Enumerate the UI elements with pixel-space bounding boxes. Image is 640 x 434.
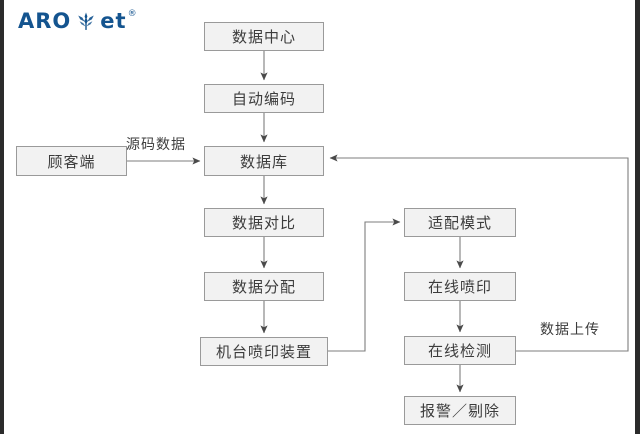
node-database[interactable]: 数据库 bbox=[204, 146, 324, 176]
node-label: 在线检测 bbox=[427, 342, 492, 360]
node-online-inspect[interactable]: 在线检测 bbox=[404, 336, 516, 365]
node-label: 数据中心 bbox=[231, 28, 296, 46]
node-label: 机台喷印装置 bbox=[215, 343, 312, 361]
node-adapt-mode[interactable]: 适配模式 bbox=[404, 208, 516, 237]
node-label: 适配模式 bbox=[427, 214, 492, 232]
node-label: 数据库 bbox=[239, 152, 288, 171]
node-customer[interactable]: 顾客端 bbox=[16, 146, 127, 176]
logo-text-right: et bbox=[100, 8, 127, 33]
node-label: 数据分配 bbox=[231, 278, 296, 296]
node-machine-print[interactable]: 机台喷印装置 bbox=[200, 337, 328, 366]
node-auto-encoding[interactable]: 自动编码 bbox=[204, 84, 324, 113]
node-data-compare[interactable]: 数据对比 bbox=[204, 208, 324, 237]
flowchart-connectors bbox=[127, 51, 629, 393]
registered-trademark-icon: ® bbox=[127, 8, 137, 19]
edge-label-source-code-data: 源码数据 bbox=[126, 137, 186, 153]
node-label: 自动编码 bbox=[231, 90, 296, 108]
node-online-print[interactable]: 在线喷印 bbox=[404, 272, 516, 301]
node-alarm-reject[interactable]: 报警／剔除 bbox=[404, 396, 516, 425]
arovet-logo: ARO et ® bbox=[18, 8, 137, 34]
node-data-center[interactable]: 数据中心 bbox=[204, 22, 324, 51]
node-data-allocate[interactable]: 数据分配 bbox=[204, 272, 324, 301]
node-label: 在线喷印 bbox=[427, 278, 492, 296]
flowchart: 数据中心 自动编码 顾客端 数据库 数据对比 数据分配 机台喷印装置 适配模式 … bbox=[4, 0, 640, 434]
node-label: 报警／剔除 bbox=[419, 402, 500, 420]
node-label: 顾客端 bbox=[47, 152, 96, 171]
node-label: 数据对比 bbox=[231, 214, 296, 232]
logo-text-left: ARO bbox=[18, 8, 72, 33]
wheat-leaf-icon bbox=[75, 10, 97, 32]
edge-label-data-upload: 数据上传 bbox=[540, 322, 600, 338]
